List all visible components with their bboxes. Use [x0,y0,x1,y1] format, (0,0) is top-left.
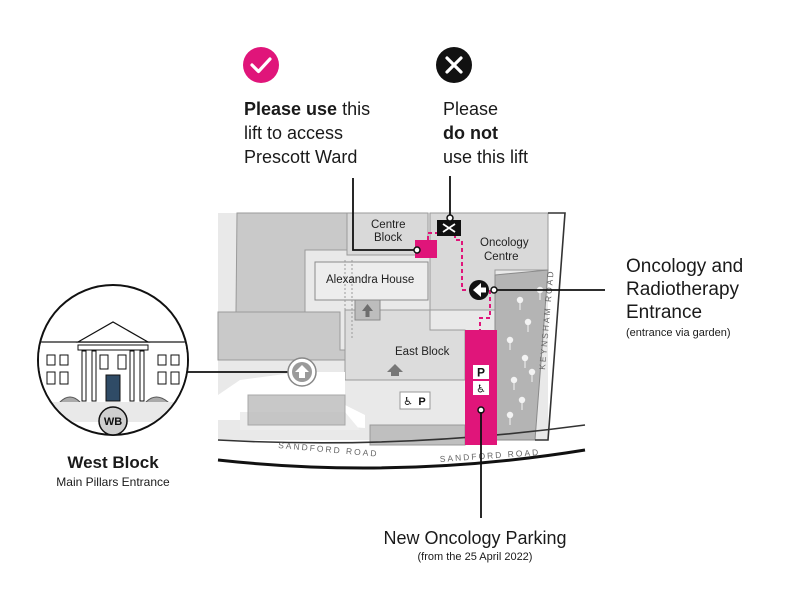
sandford-road-south-edge [217,448,586,470]
accessible-icon: ♿ [476,383,486,396]
west-block-illustration [37,284,189,436]
west-block-badge: WB [104,416,122,428]
check-mark [250,57,272,74]
parking-note: (from the 25 April 2022) [417,551,533,563]
alexandra-house-label: Alexandra House [326,274,414,286]
use-lift-line-3: Prescott Ward [244,147,358,167]
up-arrow-icon [362,304,373,317]
parking-p-letter: P [477,366,485,380]
no-lift-leader-dot [446,214,454,222]
entrance-callout: Oncology and Radiotherapy Entrance (entr… [626,255,743,340]
oncology-centre-label-1: Oncology [480,237,529,249]
entrance-line-1: Oncology and [626,256,744,277]
no-lift-bold: do not [443,123,498,143]
east-accessible-icon: ♿ [403,395,413,408]
prescott-lift [415,240,437,258]
use-lift-line-2: lift to access [244,123,344,143]
use-lift-line-1: Please use this [244,97,370,121]
east-parking-p: P [418,396,425,408]
oncology-centre-label-2: Centre [484,251,519,263]
covered-walkway [344,260,353,340]
west-block-subtitle: Main Pillars Entrance [56,475,170,489]
entrance-arrow-icon [473,283,486,297]
keynsham-road-edge [535,212,566,441]
building-west-wing [217,311,361,361]
alexandra-house-building [314,261,429,301]
parking-accessible-sign [473,381,489,395]
parking-title: New Oncology Parking [383,528,567,548]
west-block-title: West Block [67,453,159,472]
garden-trees [506,286,544,419]
entrance-leader-dot [490,286,498,294]
west-block-callout: West Block Main Pillars Entrance [20,452,206,490]
walking-route-to-parking [479,290,491,330]
cross-mark [445,56,463,74]
closed-lift-cross-icon [442,223,456,233]
check-icon [243,47,279,83]
no-lift-line-3: use this lift [443,147,529,167]
parking-p-sign [473,365,489,379]
entrance-line-3: Entrance [626,302,703,323]
garden-tree-trunks [509,293,541,425]
west-low-building [247,394,346,426]
use-lift-callout: Please use this lift to access Prescott … [244,97,370,169]
entrance-line-2: Radiotherapy [626,279,740,300]
entrance-note: (entrance via garden) [626,327,731,339]
no-lift-callout: Please do not use this lift [443,97,528,169]
use-lift-bold: Please use [244,99,338,119]
west-entrance-arrow-icon [295,365,309,378]
centre-block-label-2: Block [374,232,402,244]
walking-route-to-lift [427,232,478,291]
use-lift-leader-dot [413,246,421,254]
east-block-arrow-icon [387,364,403,376]
parking-callout: New Oncology Parking (from the 25 April … [350,526,600,564]
centre-block-label-1: Centre [371,219,406,231]
east-parking-sign [399,391,431,410]
sandford-road-north-edge [217,424,586,444]
use-lift-rest: this [337,99,371,119]
east-block-label: East Block [395,346,450,358]
use-lift-leader [352,178,417,251]
no-lift-line-1: Please [443,99,499,119]
